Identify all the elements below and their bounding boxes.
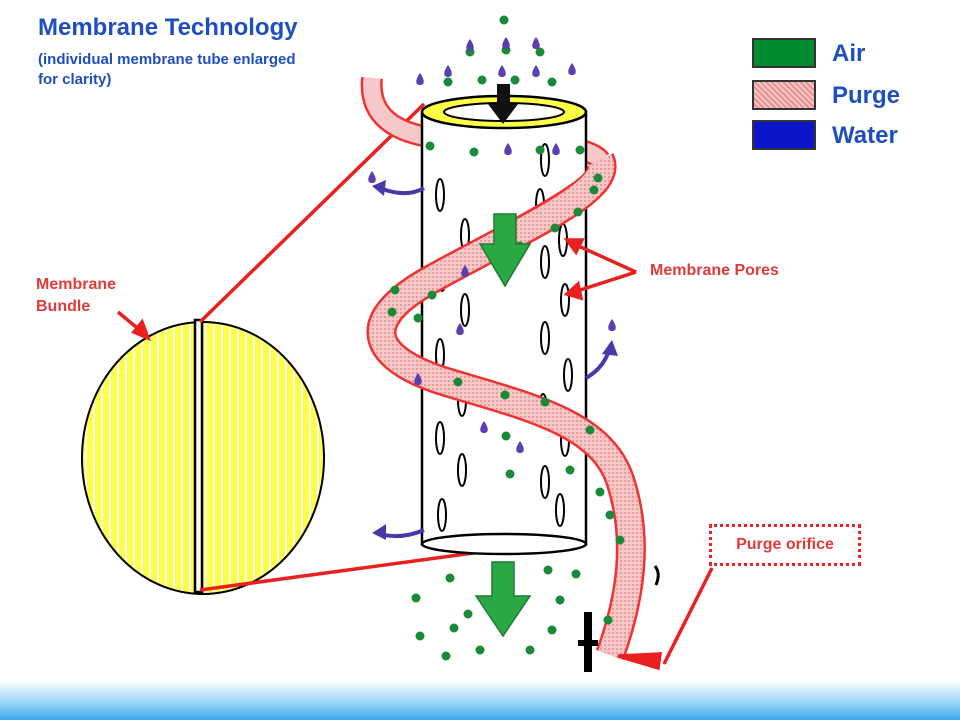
water-drop [532, 37, 540, 49]
legend-swatch-purge [752, 80, 816, 110]
air-dot [535, 145, 545, 155]
legend-label-water: Water [832, 122, 898, 149]
membrane-pore [435, 421, 445, 455]
purge-orifice-marker [578, 565, 660, 672]
air-dot [411, 593, 421, 603]
membrane-pore [555, 493, 565, 527]
air-dot [441, 651, 451, 661]
water-drop [502, 37, 510, 49]
purge-orifice-label: Purge orifice [736, 536, 834, 553]
air-dot [535, 47, 545, 57]
air-dot [547, 625, 557, 635]
water-drop [461, 265, 469, 277]
zoom-lines [198, 102, 489, 592]
purge-orifice-box: Purge orifice [709, 524, 861, 566]
air-dot [595, 487, 605, 497]
air-dot [477, 75, 487, 85]
water-drop [444, 65, 452, 77]
water-drop [416, 73, 424, 85]
air-dot [443, 77, 453, 87]
water-drop [414, 373, 422, 385]
membrane-pore [437, 498, 447, 532]
air-dot [500, 390, 510, 400]
air-dot [469, 147, 479, 157]
air-dot [555, 595, 565, 605]
air-dot [573, 207, 583, 217]
membrane-pores [435, 143, 573, 532]
purge-spiral-front [366, 153, 646, 661]
air-dot [453, 377, 463, 387]
membrane-pore [540, 465, 550, 499]
air-flow-arrows [474, 213, 532, 638]
water-drop [552, 143, 560, 155]
water-drop [466, 39, 474, 51]
legend-label-purge: Purge [832, 82, 901, 109]
air-dot [565, 465, 575, 475]
air-dot [475, 645, 485, 655]
air-dot [413, 313, 423, 323]
water-drop [368, 171, 376, 183]
air-dot [425, 141, 435, 151]
membrane-pore [563, 358, 573, 392]
page-subtitle: (individual membrane tube enlarged for c… [38, 51, 296, 88]
membrane-pore [457, 453, 467, 487]
air-dot [585, 425, 595, 435]
legend-swatch-air [752, 38, 816, 68]
legend-swatch-water [752, 120, 816, 150]
air-dot [449, 623, 459, 633]
membrane-pores-label: Membrane Pores [650, 262, 779, 279]
air-dot [427, 290, 437, 300]
air-dot [415, 631, 425, 641]
membrane-pore [560, 283, 570, 317]
air-dot [525, 645, 535, 655]
membrane-pore [435, 178, 445, 212]
legend-label-air: Air [832, 40, 866, 67]
air-dot [499, 15, 509, 25]
air-dot [550, 223, 560, 233]
air-dot [615, 535, 625, 545]
air-dot [603, 615, 613, 625]
air-dot [547, 77, 557, 87]
membrane-pore [540, 245, 550, 279]
callout-arrows [116, 238, 714, 671]
membrane-pore [460, 293, 470, 327]
membrane-pore [540, 321, 550, 355]
membrane-bundle-label: Membrane Bundle [36, 276, 117, 315]
air-dot [510, 75, 520, 85]
water-exit-arrows [372, 180, 618, 540]
air-dot [571, 569, 581, 579]
page-title: Membrane Technology [38, 14, 298, 41]
water-drop [480, 421, 488, 433]
air-dot [540, 397, 550, 407]
water-drop [516, 441, 524, 453]
water-drop [498, 65, 506, 77]
air-dot [445, 573, 455, 583]
membrane-bundle-ellipse [81, 318, 325, 595]
water-drop [504, 143, 512, 155]
water-drop [608, 319, 616, 331]
air-dot [387, 307, 397, 317]
air-dot [605, 510, 615, 520]
air-dot [575, 145, 585, 155]
water-drop [456, 323, 464, 335]
air-dot [589, 185, 599, 195]
footer-gradient-bar [0, 680, 960, 720]
air-dot [390, 285, 400, 295]
air-dot [505, 469, 515, 479]
membrane-tube [420, 94, 588, 556]
air-dot [593, 173, 603, 183]
air-dot [463, 609, 473, 619]
water-drop [532, 65, 540, 77]
air-dot [543, 565, 553, 575]
water-drop [568, 63, 576, 75]
air-dot [501, 431, 511, 441]
inlet-arrow [488, 84, 518, 124]
